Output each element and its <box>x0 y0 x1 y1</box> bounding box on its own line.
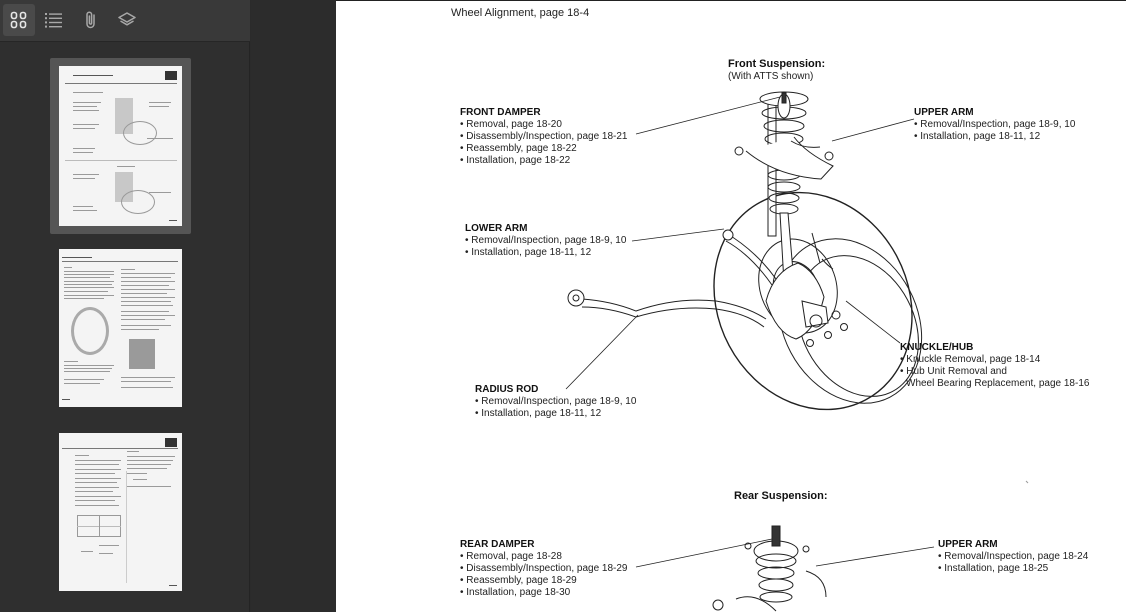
attachments-tab-button[interactable] <box>75 4 107 36</box>
upper-arm-rear-item: • Installation, page 18-25 <box>938 563 1049 574</box>
document-page[interactable]: Wheel Alignment, page 18-4 Front Suspens… <box>336 0 1126 612</box>
front-damper-item: • Removal, page 18-20 <box>460 119 562 130</box>
knuckle-hub-item: • Hub Unit Removal and <box>900 366 1007 377</box>
sidebar-toolbar <box>0 0 250 42</box>
lower-arm-item: • Installation, page 18-11, 12 <box>465 247 592 258</box>
front-damper-title: FRONT DAMPER <box>460 107 541 118</box>
outline-tab-button[interactable] <box>38 4 70 36</box>
suspension-illustration <box>565 91 1029 612</box>
upper-arm-front-title: UPPER ARM <box>914 107 974 118</box>
layers-tab-button[interactable] <box>111 4 143 36</box>
upper-arm-front-item: • Removal/Inspection, page 18-9, 10 <box>914 119 1076 130</box>
page-thumbnail-3[interactable] <box>50 424 191 594</box>
grid-icon <box>10 11 27 29</box>
layers-icon <box>118 12 136 26</box>
radius-rod-title: RADIUS ROD <box>475 384 539 395</box>
viewer-gutter <box>251 0 336 612</box>
thumbnail-list <box>0 42 250 612</box>
list-icon <box>45 13 62 28</box>
rear-damper-title: REAR DAMPER <box>460 539 535 550</box>
thumbnail-image <box>59 249 182 407</box>
thumbnail-image <box>59 66 182 226</box>
knuckle-hub-title: KNUCKLE/HUB <box>900 342 974 353</box>
thumbnail-sidebar <box>0 0 250 612</box>
upper-arm-rear-item: • Removal/Inspection, page 18-24 <box>938 551 1089 562</box>
rear-suspension-title: Rear Suspension: <box>734 490 828 502</box>
front-damper-item: • Reassembly, page 18-22 <box>460 143 577 154</box>
rear-damper-item: • Reassembly, page 18-29 <box>460 575 577 586</box>
rear-damper-item: • Removal, page 18-28 <box>460 551 562 562</box>
front-damper-item: • Installation, page 18-22 <box>460 155 571 166</box>
upper-arm-rear-title: UPPER ARM <box>938 539 998 550</box>
page-thumbnail-2[interactable] <box>50 240 191 410</box>
front-suspension-subtitle: (With ATTS shown) <box>728 71 814 82</box>
upper-arm-front-item: • Installation, page 18-11, 12 <box>914 131 1041 142</box>
radius-rod-item: • Installation, page 18-11, 12 <box>475 408 602 419</box>
knuckle-hub-item: • Knuckle Removal, page 18-14 <box>900 354 1041 365</box>
radius-rod-item: • Removal/Inspection, page 18-9, 10 <box>475 396 637 407</box>
front-damper-item: • Disassembly/Inspection, page 18-21 <box>460 131 628 142</box>
knuckle-hub-item: Wheel Bearing Replacement, page 18-16 <box>906 378 1090 389</box>
lower-arm-title: LOWER ARM <box>465 223 528 234</box>
thumbnails-tab-button[interactable] <box>3 4 35 36</box>
lower-arm-item: • Removal/Inspection, page 18-9, 10 <box>465 235 627 246</box>
rear-damper-item: • Disassembly/Inspection, page 18-29 <box>460 563 628 574</box>
rear-damper-item: • Installation, page 18-30 <box>460 587 571 598</box>
paperclip-icon <box>86 11 95 29</box>
page-thumbnail-1[interactable] <box>50 58 191 234</box>
thumbnail-image <box>59 433 182 591</box>
top-reference: Wheel Alignment, page 18-4 <box>451 7 590 19</box>
front-suspension-title: Front Suspension: <box>728 58 826 70</box>
